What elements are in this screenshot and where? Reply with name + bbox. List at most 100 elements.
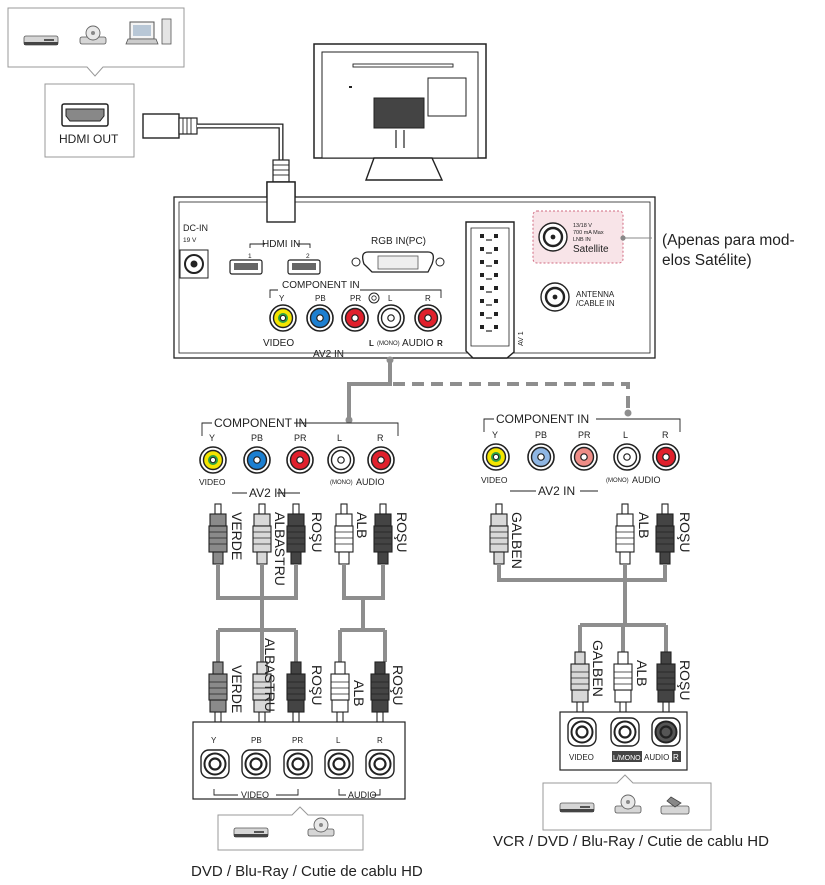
- plug-albastru-top: [252, 503, 272, 565]
- plug-alb-bottom: [331, 662, 349, 722]
- label-rosu-bottom-r: ROŞU: [677, 660, 693, 700]
- panel-jack-l: [377, 304, 405, 332]
- panel-l-mono-label: L: [369, 339, 374, 348]
- satellite-note-line2: elos Satélite): [662, 252, 752, 269]
- right-jack-l: [613, 443, 641, 471]
- label-galben-bottom: GALBEN: [590, 640, 606, 697]
- left-device-jack-r: [364, 748, 396, 780]
- right-audio-label: AUDIO: [632, 475, 661, 485]
- right-l-label: L: [623, 430, 628, 440]
- left-jack-pb: [243, 446, 271, 474]
- plug-rosu-bottom-r: [657, 652, 675, 712]
- left-device-video-label: VIDEO: [241, 790, 269, 800]
- label-verde-top: VERDE: [229, 512, 245, 560]
- plug-verde-top: [208, 503, 228, 565]
- left-y-label: Y: [209, 433, 215, 443]
- dvd-icon-left: [233, 827, 269, 838]
- right-video-label: VIDEO: [481, 475, 508, 485]
- label-rosu2-top: ROŞU: [394, 512, 410, 552]
- left-device-panel: [192, 721, 406, 800]
- sat-line2: 700 mA Max: [573, 230, 604, 236]
- left-pb-label: PB: [251, 433, 263, 443]
- right-jack-pb: [527, 443, 555, 471]
- left-pr-label: PR: [294, 433, 307, 443]
- panel-mono-label: (MONO): [377, 341, 400, 347]
- tv-rear: [313, 43, 487, 181]
- right-av2-label: AV2 IN: [538, 484, 575, 498]
- left-device-pb-label: PB: [251, 736, 262, 745]
- rgb-port: [351, 251, 445, 273]
- right-y-label: Y: [492, 430, 498, 440]
- panel-av2-label: AV2 IN: [313, 349, 344, 360]
- plug-alb-bottom-r: [614, 652, 632, 712]
- panel-jack-pr: [341, 304, 369, 332]
- plug-rosu-top-r: [655, 503, 675, 565]
- panel-l-label: L: [388, 294, 393, 303]
- plug-galben-top: [489, 503, 509, 565]
- left-audio-label: AUDIO: [356, 477, 385, 487]
- left-video-label: VIDEO: [199, 477, 226, 487]
- source-devices-bubble: [7, 7, 185, 77]
- hdmi-1-label: 1: [248, 253, 252, 260]
- right-pb-label: PB: [535, 430, 547, 440]
- left-jack-r: [367, 446, 395, 474]
- right-devices-bubble: [542, 774, 712, 831]
- right-cable-wires: [497, 564, 668, 652]
- vcr-icon: [559, 802, 595, 813]
- right-device-jack-r: [651, 717, 681, 747]
- left-device-r-label: R: [377, 736, 383, 745]
- right-jack-pr: [570, 443, 598, 471]
- hdmi-port-icon: [61, 103, 109, 127]
- label-rosu-bottom: ROŞU: [309, 665, 325, 705]
- right-device-jack-l: [609, 716, 641, 748]
- right-device-jack-video: [566, 716, 598, 748]
- right-mono-label: (MONO): [606, 478, 629, 484]
- rgb-in-label: RGB IN(PC): [371, 236, 426, 247]
- left-device-jack-pb: [240, 748, 272, 780]
- left-mono-label: (MONO): [330, 480, 353, 486]
- panel-component-group: [269, 289, 442, 304]
- label-albastru-bottom: ALBASTRU: [262, 638, 278, 712]
- right-r-label: R: [662, 430, 669, 440]
- panel-jack-r: [414, 304, 442, 332]
- label-galben-top: GALBEN: [509, 512, 525, 569]
- left-jack-y: [199, 446, 227, 474]
- left-device-pr-label: PR: [292, 736, 303, 745]
- plug-verde-bottom: [209, 662, 227, 722]
- dc-in-label: DC-IN: [183, 223, 208, 233]
- left-device-jack-l: [323, 748, 355, 780]
- dc-volt-label: 19 V: [183, 237, 197, 244]
- panel-jack-pb: [306, 304, 334, 332]
- satellite-note: (Apenas para mod- elos Satélite): [662, 231, 795, 271]
- hdmi-2-label: 2: [306, 253, 310, 260]
- av2-cable-dashed: [393, 382, 630, 410]
- panel-pb-label: PB: [315, 294, 326, 303]
- left-cable-wires: [216, 564, 387, 662]
- laptop-icon: [125, 18, 172, 45]
- label-rosu-top-r: ROŞU: [677, 512, 693, 552]
- label-rosu2-bottom: ROŞU: [390, 665, 406, 705]
- right-device-r-label: R: [673, 753, 679, 762]
- plug-alb-top-r: [615, 503, 635, 565]
- plug-rosu-top: [286, 503, 306, 565]
- left-r-label: R: [377, 433, 384, 443]
- label-alb-top-r: ALB: [636, 512, 652, 538]
- sat-line1: 13/18 V: [573, 223, 592, 229]
- left-device-l-label: L: [336, 736, 341, 745]
- panel-video-label: VIDEO: [263, 338, 294, 349]
- right-device-video-label: VIDEO: [569, 753, 594, 762]
- plug-rosu-bottom: [287, 662, 305, 722]
- panel-audio-label: AUDIO: [402, 338, 434, 349]
- left-l-label: L: [337, 433, 342, 443]
- bluray-icon: [660, 796, 690, 815]
- satellite-note-line1: (Apenas para mod-: [662, 232, 795, 249]
- right-caption: VCR / DVD / Blu-Ray / Cutie de cablu HD: [493, 833, 769, 850]
- panel-jack-y: [269, 304, 297, 332]
- right-jack-r: [652, 443, 680, 471]
- left-caption: DVD / Blu-Ray / Cutie de cablu HD: [191, 863, 423, 880]
- label-rosu-top: ROŞU: [309, 512, 325, 552]
- right-component-group: [483, 418, 681, 492]
- antenna-label: ANTENNA: [576, 290, 615, 299]
- left-device-y-label: Y: [211, 736, 217, 745]
- left-devices-bubble: [217, 806, 364, 851]
